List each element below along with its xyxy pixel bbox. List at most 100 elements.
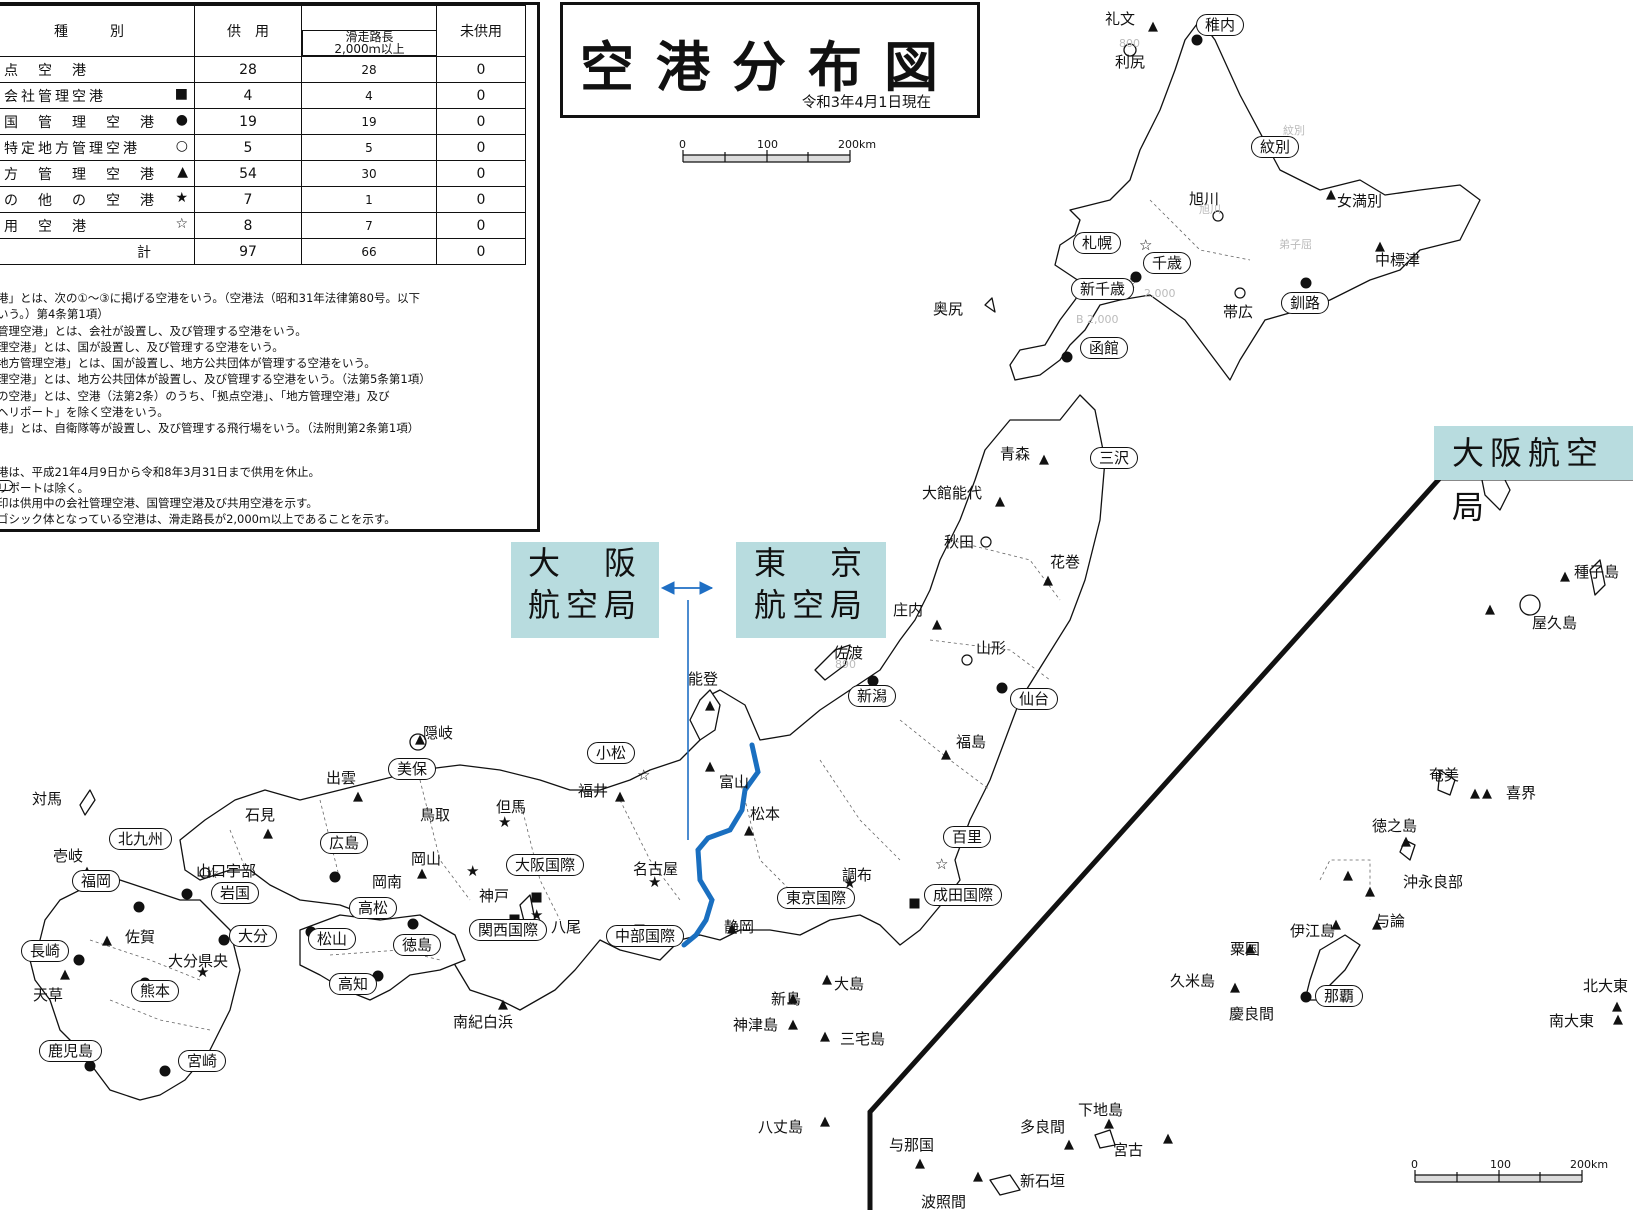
legend-kind: 点 空 港 <box>0 56 195 83</box>
legend-in-service: 97 <box>194 238 302 265</box>
airport-label-plain: 旭川 <box>1189 190 1220 208</box>
airport-label-plain: 礼文 <box>1105 10 1136 28</box>
svg-text:▲: ▲ <box>415 732 425 747</box>
legend-header-runway: 滑走路長 2,000ｍ以上 <box>301 5 437 57</box>
svg-text:▲: ▲ <box>1245 941 1255 956</box>
hokkaido-island <box>1009 19 1481 381</box>
note-line: 理空港」とは、国が設置し、及び管理する空港をいう。 <box>0 339 284 354</box>
airport-label-plain: 南大東 <box>1549 1012 1595 1030</box>
scale-mid-2: 100 <box>1490 1158 1511 1171</box>
note-line: 管理空港」とは、会社が設置し、及び管理する空港をいう。 <box>0 323 307 338</box>
svg-text:▲: ▲ <box>1612 999 1622 1014</box>
airport-label-boxed: 東京国際 <box>777 887 856 909</box>
airport-label-plain: 庄内 <box>893 601 924 619</box>
airport-label-boxed: 那覇 <box>1315 985 1364 1007</box>
airport-label-boxed: 釧路 <box>1281 292 1330 314</box>
airport-label-plain: 徳之島 <box>1372 817 1418 835</box>
legend-unused: 0 <box>436 56 526 83</box>
svg-text:▲: ▲ <box>788 1017 798 1032</box>
note-line: リポートは除く。 <box>0 480 89 495</box>
legend-in-service: 28 <box>194 56 302 83</box>
airport-label-boxed: 成田国際 <box>924 884 1003 906</box>
svg-text:▲: ▲ <box>1163 1131 1173 1146</box>
honshu-island <box>179 394 1106 1011</box>
airport-label-plain: 出雲 <box>326 769 357 787</box>
airport-label-boxed: 鹿児島 <box>39 1040 103 1062</box>
legend-symbol-icon: ▲ <box>177 163 188 180</box>
scale-end-2: 200km <box>1570 1158 1609 1171</box>
svg-text:☆: ☆ <box>206 864 219 882</box>
legend-notes-2: 港は、平成21年4月9日から令和8年3月31日まで供用を休止。リポートは除く。印… <box>0 465 396 527</box>
legend-kind: 特定地方管理空港○ <box>0 134 195 161</box>
note-line: ヘリポート」を除く空港をいう。 <box>0 405 169 420</box>
airport-label-plain: 女満別 <box>1337 192 1383 210</box>
svg-text:▲: ▲ <box>705 759 715 774</box>
map-title: 空港分布図 <box>580 36 960 99</box>
svg-text:▲: ▲ <box>1230 980 1240 995</box>
legend-header-unused: 未供用 <box>436 5 526 57</box>
airport-label-plain: 奄美 <box>1429 766 1460 784</box>
bureau-boundary <box>681 742 761 948</box>
airport-label-plain: 名古屋 <box>633 860 679 878</box>
note-line: 地方管理空港」とは、国が設置し、地方公共団体が管理する空港をいう。 <box>0 356 376 371</box>
airport-label-plain: 利尻 <box>1115 53 1146 71</box>
svg-text:▲: ▲ <box>102 933 112 948</box>
airport-label-plain: 神津島 <box>733 1016 779 1034</box>
airport-label-boxed: 松山 <box>308 928 357 950</box>
airport-label-plain: 多良間 <box>1020 1118 1066 1136</box>
svg-text:▲: ▲ <box>822 972 832 987</box>
airport-label-plain: 波照間 <box>921 1193 967 1211</box>
airport-label-plain: 対馬 <box>32 790 63 808</box>
title-box: 空港分布図 令和3年4月1日現在 <box>560 2 980 118</box>
airport-label-plain: 花巻 <box>1050 553 1081 571</box>
airport-label-plain: 鳥取 <box>420 806 451 824</box>
osaka-bureau-inset-label: 大阪航空局 <box>1434 426 1633 526</box>
airport-label-plain: 福井 <box>578 782 609 800</box>
airport-label-plain: 三宅島 <box>840 1030 886 1048</box>
airport-label-plain: 八丈島 <box>758 1118 804 1136</box>
legend-unused: 0 <box>436 186 526 213</box>
svg-text:▲: ▲ <box>727 921 737 936</box>
svg-text:▲: ▲ <box>615 789 625 804</box>
faint-label: 弟子屈 <box>1279 238 1312 251</box>
legend-header-kind: 種 別 <box>0 5 195 57</box>
airport-label-boxed: 岩国 <box>211 882 260 904</box>
airport-label-plain: 大島 <box>834 975 865 993</box>
legend-symbol-icon: ● <box>175 111 188 128</box>
note-line: 理空港」とは、地方公共団体が設置し、及び管理する空港をいう。（法第5条第1項） <box>0 372 431 387</box>
airport-label-plain: 与那国 <box>889 1136 935 1154</box>
svg-text:▲: ▲ <box>1560 569 1570 584</box>
svg-text:▲: ▲ <box>1343 868 1353 883</box>
note-line: いう。）第4条第1項） <box>0 307 109 322</box>
svg-text:▲: ▲ <box>417 866 427 881</box>
svg-text:▲: ▲ <box>941 747 951 762</box>
legend-in-service: 54 <box>194 160 302 187</box>
airport-label-boxed: 徳島 <box>393 934 442 956</box>
airport-label-boxed: 長崎 <box>21 940 70 962</box>
airport-label-plain: 富山 <box>719 773 750 791</box>
airport-label-plain: 大館能代 <box>922 484 983 502</box>
legend-kind: 方 管 理 空 港▲ <box>0 160 195 187</box>
airport-label-plain: 静岡 <box>724 918 755 936</box>
legend-unused: 0 <box>436 160 526 187</box>
svg-text:▲: ▲ <box>1326 187 1336 202</box>
airport-label-plain: 隠岐 <box>423 724 454 742</box>
airport-label-boxed: 福岡 <box>72 870 121 892</box>
svg-text:▲: ▲ <box>1331 917 1341 932</box>
airport-label-plain: 下地島 <box>1078 1101 1124 1119</box>
airport-label-plain: 壱岐 <box>53 847 84 865</box>
airport-label-plain: 神戸 <box>479 887 510 905</box>
note-line: 港は、平成21年4月9日から令和8年3月31日まで供用を休止。 <box>0 465 321 479</box>
airport-label-plain: 慶良間 <box>1229 1005 1275 1023</box>
airport-label-plain: 佐賀 <box>125 928 156 946</box>
svg-text:★: ★ <box>648 873 661 891</box>
svg-text:▲: ▲ <box>1401 834 1411 849</box>
legend-symbol-icon: ○ <box>175 137 188 154</box>
svg-text:▲: ▲ <box>820 1114 830 1129</box>
airport-label-boxed: 宮崎 <box>178 1050 227 1072</box>
